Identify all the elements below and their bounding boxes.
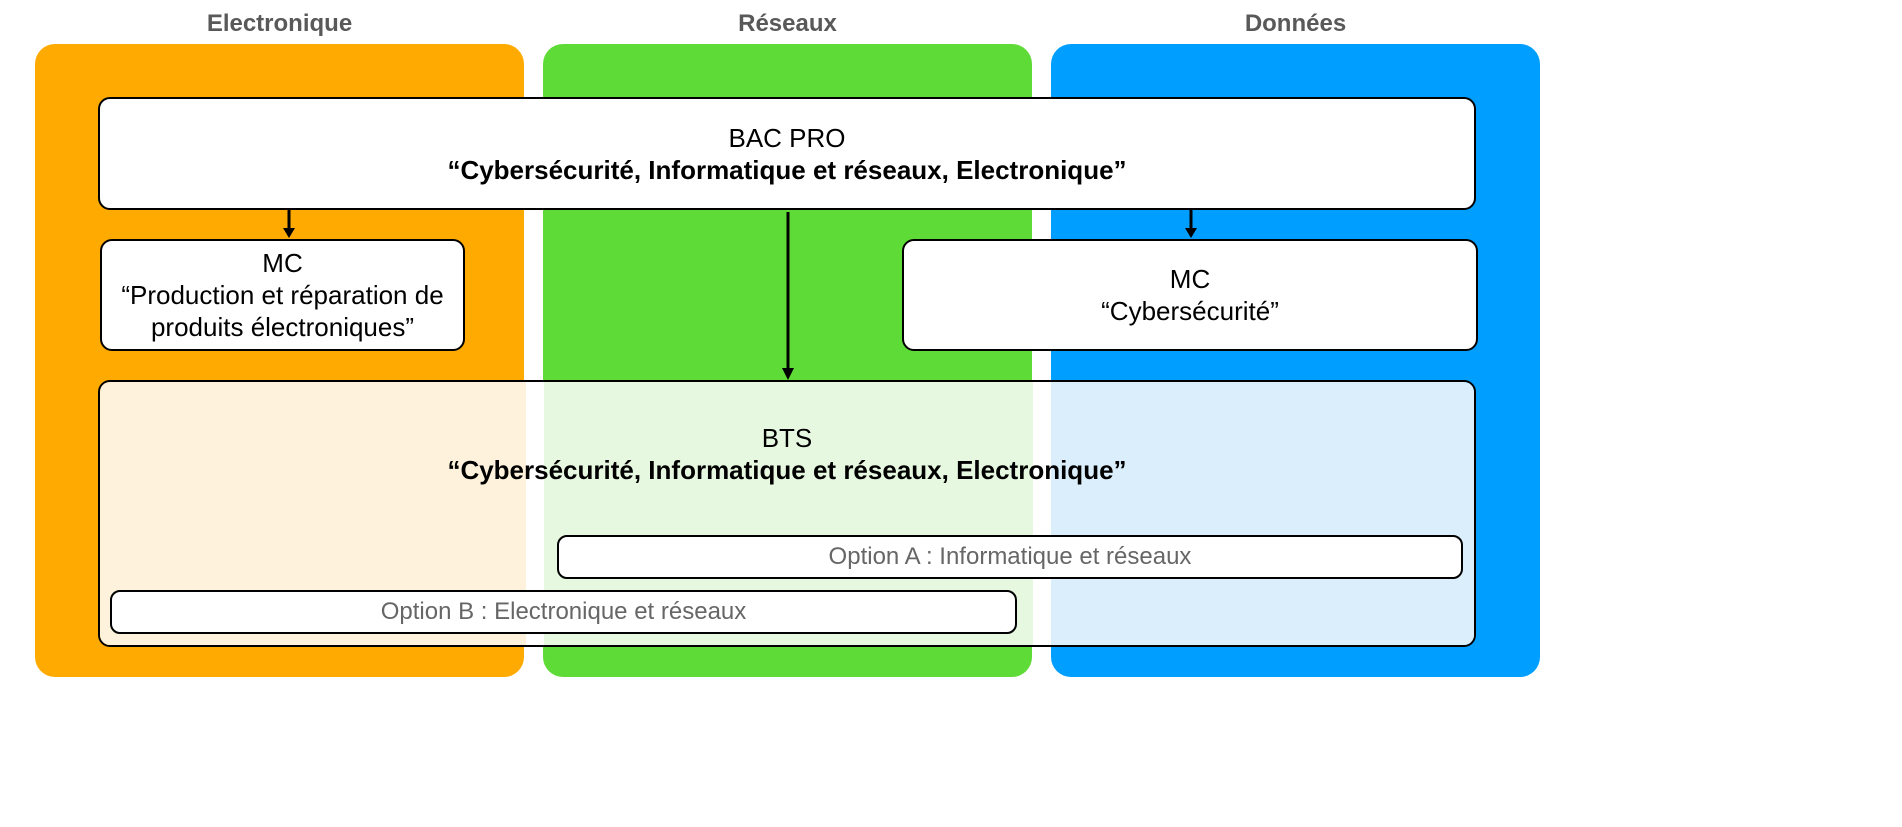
bts-title: BTS [761, 423, 813, 453]
column-title-donnees: Données [1244, 10, 1347, 37]
mc-cybersecurite-subtitle: “Cybersécurité” [1101, 296, 1279, 326]
mc-electronique-line-2: produits électroniques” [150, 312, 415, 342]
bts-subtitle: “Cybersécurité, Informatique et réseaux,… [447, 455, 1127, 485]
mc-electronique-line-1: “Production et réparation de [121, 280, 444, 310]
column-title-reseaux: Réseaux [738, 10, 837, 37]
diagram: Electronique Réseaux Données BAC PRO “Cy… [35, 10, 1540, 677]
bac-pro-title: BAC PRO [728, 122, 846, 153]
bac-pro-box: BAC PRO “Cybersécurité, Informatique et … [98, 97, 1476, 210]
option-b-box: Option B : Electronique et réseaux [110, 590, 1017, 634]
bts-gap-1 [526, 382, 544, 645]
bts-label: BTS “Cybersécurité, Informatique et rése… [100, 422, 1474, 486]
mc-cybersecurite-box: MC “Cybersécurité” [902, 239, 1478, 351]
column-title-electronique: Electronique [206, 10, 353, 37]
bac-pro-subtitle: “Cybersécurité, Informatique et réseaux,… [447, 154, 1127, 185]
mc-electronique-title: MC [262, 248, 303, 278]
mc-electronique-box: MC “Production et réparation de produits… [100, 239, 465, 351]
mc-cybersecurite-title: MC [1169, 264, 1211, 294]
bts-tint-donnees [1051, 382, 1474, 645]
option-a-box: Option A : Informatique et réseaux [557, 535, 1463, 579]
bts-gap-2 [1033, 382, 1051, 645]
